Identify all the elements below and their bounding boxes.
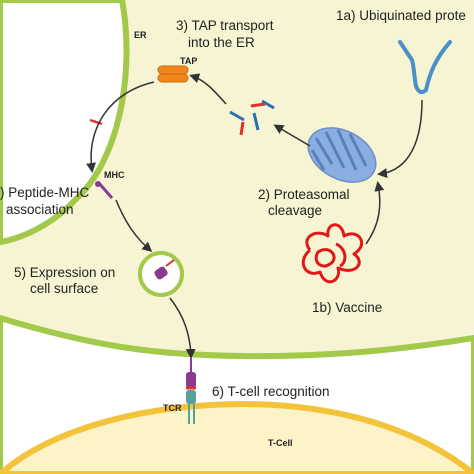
mhc-label: MHC: [104, 170, 125, 180]
t-cell: [0, 400, 474, 474]
arrow-vesicle-to-surface: [169, 297, 196, 359]
mhc-molecule-icon: [95, 181, 114, 199]
step-1b-label: 1b) Vaccine: [312, 300, 382, 315]
arrow-proteasome-to-peptides: [273, 124, 311, 147]
surface-mhc-icon: [186, 358, 196, 390]
er-peptide: [89, 118, 103, 126]
step-5-label-line1: 5) Expression on: [14, 265, 115, 280]
step-5-label-line2: cell surface: [30, 281, 98, 296]
er-label: ER: [134, 30, 147, 40]
arrow-vaccine-to-proteasome: [365, 181, 385, 245]
step-6-label: 6) T-cell recognition: [212, 384, 330, 399]
arrow-ubiquitin-to-proteasome: [377, 99, 423, 179]
step-2-label-line1: 2) Proteasomal: [258, 187, 350, 202]
peptide-fragments-icon: [229, 99, 275, 136]
step-3-label-line1: 3) TAP transport: [176, 18, 274, 33]
step-2-label-line2: cleavage: [268, 203, 322, 218]
tcr-label: TCR: [163, 403, 182, 413]
arrow-peptides-to-tap: [189, 73, 227, 105]
step-4-label-line2: association: [6, 202, 74, 217]
vaccine-protein-icon: [301, 223, 364, 284]
step-3-label-line2: into the ER: [188, 35, 255, 50]
proteasome-icon: [307, 127, 377, 183]
vesicle-icon: [138, 251, 184, 297]
tap-transporter-icon: [157, 65, 189, 83]
tcell-label: T-Cell: [268, 438, 293, 448]
arrow-tap-to-mhc: [86, 81, 155, 173]
step-1a-label: 1a) Ubiquinated prote: [336, 8, 466, 23]
arrow-mhc-to-vesicle: [115, 199, 153, 252]
tcr-receptor-icon: [186, 390, 196, 424]
er-compartment: [0, 0, 130, 246]
step-4-label-line1: ) Peptide-MHC: [0, 185, 90, 200]
tap-label: TAP: [180, 56, 197, 66]
ubiquitin-icon: [398, 40, 452, 95]
